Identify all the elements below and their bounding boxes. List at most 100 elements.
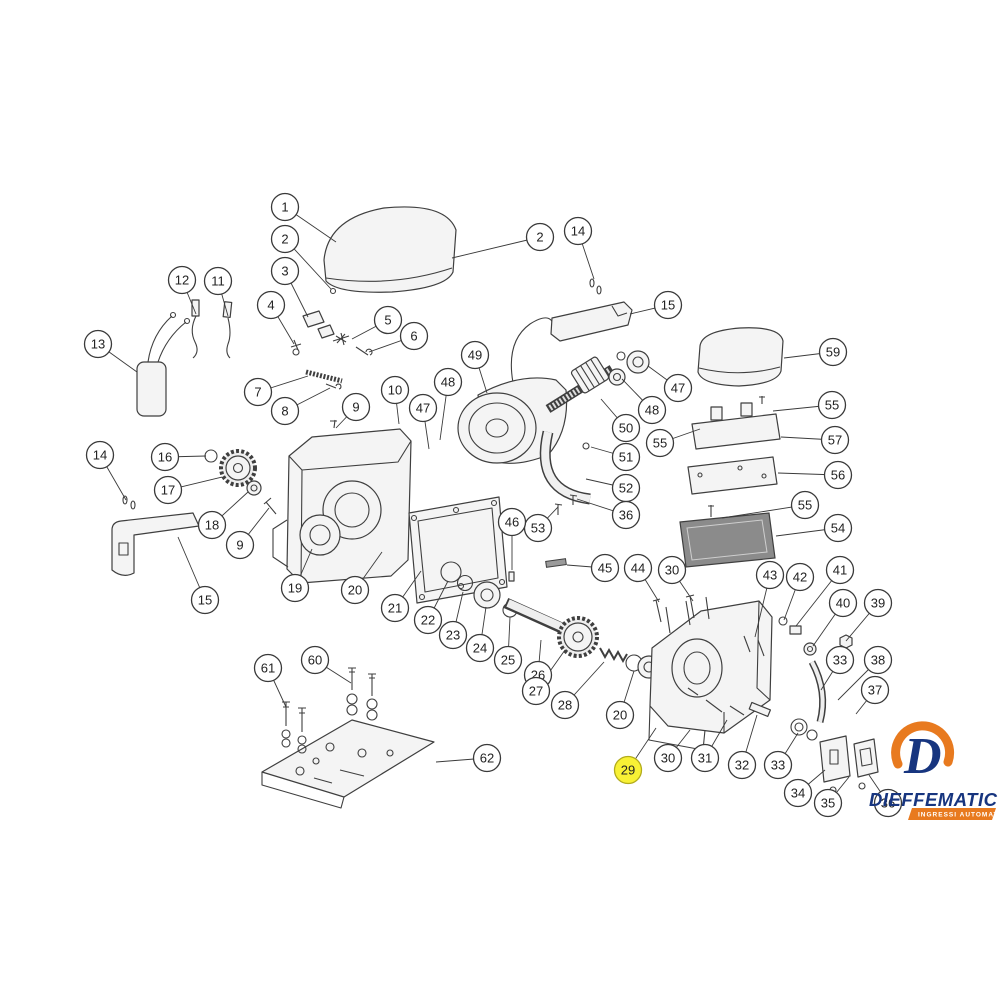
balloon-label-35: 35	[821, 796, 835, 811]
part-spring	[305, 369, 343, 390]
balloon-43	[755, 560, 785, 590]
logo-tagline: INGRESSI AUTOMATICI	[918, 812, 1000, 819]
balloon-12	[167, 265, 197, 295]
part-mount-bracket	[691, 396, 781, 450]
balloon-label-3: 3	[281, 264, 288, 279]
balloon-47	[408, 393, 438, 423]
balloon-33	[825, 645, 855, 675]
balloon-24	[465, 633, 495, 663]
logo-tagline-banner	[908, 808, 996, 820]
part-release-lever	[790, 660, 827, 741]
balloon-48	[637, 395, 667, 425]
balloon-55	[790, 490, 820, 520]
balloon-label-53: 53	[531, 521, 545, 536]
balloon-48	[433, 367, 463, 397]
balloon-label-50: 50	[619, 421, 633, 436]
balloon-38	[863, 645, 893, 675]
logo-swoosh-icon	[891, 721, 955, 769]
balloon-label-24: 24	[473, 641, 487, 656]
balloon-22	[413, 605, 443, 635]
part-small-cover	[697, 327, 784, 387]
balloon-17	[153, 475, 183, 505]
balloon-49	[460, 340, 490, 370]
balloon-55	[645, 428, 675, 458]
balloon-label-18: 18	[205, 518, 219, 533]
balloon-4	[256, 290, 286, 320]
part-gear-housing	[648, 596, 773, 751]
balloon-label-14: 14	[571, 224, 585, 239]
exploded-parts-artwork	[111, 206, 879, 809]
balloon-8	[270, 396, 300, 426]
part-left-bracket	[111, 495, 200, 576]
balloon-35	[813, 788, 843, 818]
balloon-5	[373, 305, 403, 335]
balloon-18	[197, 510, 227, 540]
balloon-9	[225, 530, 255, 560]
balloon-label-2: 2	[281, 232, 288, 247]
balloon-label-47: 47	[671, 381, 685, 396]
balloon-23	[438, 620, 468, 650]
balloon-label-40: 40	[836, 596, 850, 611]
balloon-14	[85, 440, 115, 470]
balloon-15	[190, 585, 220, 615]
balloon-label-46: 46	[505, 515, 519, 530]
leader-line-2	[451, 236, 541, 259]
balloon-label-20: 20	[613, 708, 627, 723]
balloon-label-4: 4	[267, 298, 274, 313]
balloon-label-10: 10	[388, 383, 402, 398]
balloon-label-39: 39	[871, 596, 885, 611]
balloon-7	[243, 377, 273, 407]
balloon-1	[270, 192, 300, 222]
balloon-6	[399, 321, 429, 351]
balloon-label-7: 7	[254, 385, 261, 400]
balloon-45	[590, 553, 620, 583]
balloon-31	[690, 743, 720, 773]
balloon-label-11: 11	[211, 274, 225, 289]
part-pcb	[687, 456, 778, 495]
balloon-label-33: 33	[833, 653, 847, 668]
balloon-label-1: 1	[281, 200, 288, 215]
balloon-label-21: 21	[388, 601, 402, 616]
balloon-label-13: 13	[91, 337, 105, 352]
balloon-label-37: 37	[868, 683, 882, 698]
balloon-44	[623, 553, 653, 583]
balloon-42	[785, 562, 815, 592]
balloon-29-highlighted	[613, 755, 643, 785]
balloon-32	[727, 750, 757, 780]
part-lock-brackets	[819, 735, 879, 794]
part-top-bracket	[550, 278, 633, 342]
part-top-cover	[323, 206, 457, 295]
balloon-label-27: 27	[529, 684, 543, 699]
balloon-3	[270, 256, 300, 286]
balloon-21	[380, 593, 410, 623]
balloon-label-14: 14	[93, 448, 107, 463]
balloon-label-36: 36	[881, 796, 895, 811]
balloon-59	[818, 337, 848, 367]
balloon-label-55: 55	[825, 398, 839, 413]
logo-mark: D	[891, 721, 955, 785]
balloon-label-33: 33	[771, 758, 785, 773]
balloon-label-49: 49	[468, 348, 482, 363]
balloon-13	[83, 329, 113, 359]
balloon-label-5: 5	[384, 313, 391, 328]
balloon-label-45: 45	[598, 561, 612, 576]
balloon-46	[497, 507, 527, 537]
balloon-30	[653, 743, 683, 773]
balloon-label-8: 8	[281, 404, 288, 419]
balloon-label-9: 9	[236, 538, 243, 553]
balloon-57	[820, 425, 850, 455]
balloon-62	[472, 743, 502, 773]
balloon-2	[525, 222, 555, 252]
balloon-54	[823, 513, 853, 543]
balloon-label-52: 52	[619, 481, 633, 496]
balloon-label-56: 56	[831, 468, 845, 483]
balloon-61	[253, 653, 283, 683]
balloon-47	[663, 373, 693, 403]
balloon-55	[817, 390, 847, 420]
balloon-label-42: 42	[793, 570, 807, 585]
balloon-label-2: 2	[536, 230, 543, 245]
balloon-label-15: 15	[198, 593, 212, 608]
balloon-36	[611, 500, 641, 530]
part-pinion-gear	[204, 449, 277, 515]
